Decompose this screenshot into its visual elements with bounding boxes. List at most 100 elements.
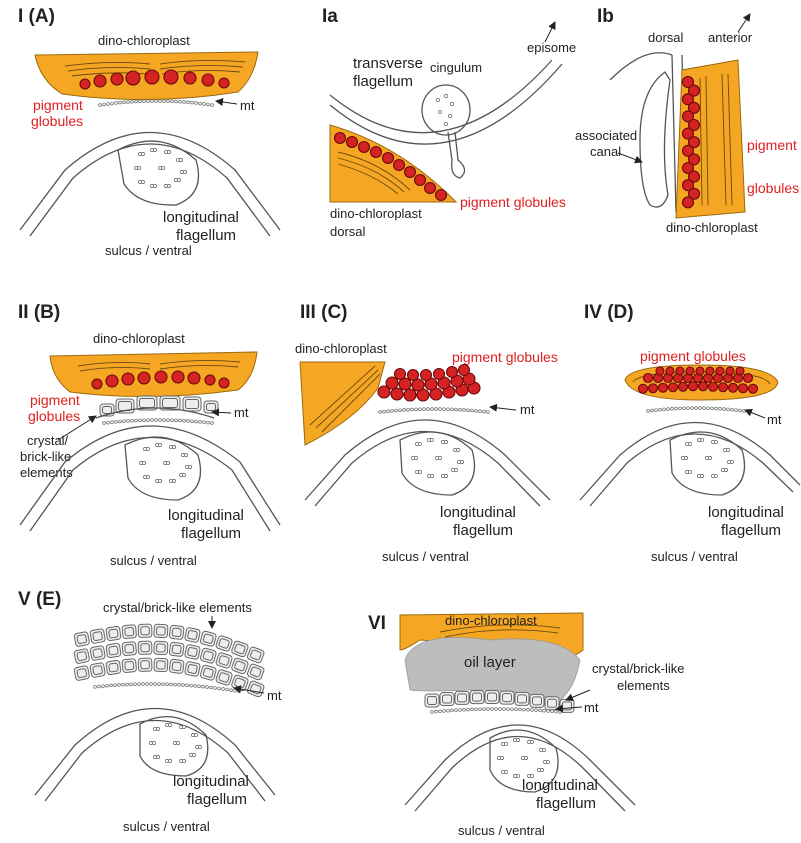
flagellum-label-2: flagellum [536,795,596,812]
microtubules [431,708,562,714]
canal-label-2: canal [590,144,621,159]
panel-title: I (A) [18,6,55,27]
globule-body [625,365,778,400]
flagellum-label-1: longitudinal [708,504,784,521]
pigment-globule [111,73,123,85]
flagellum-label-2: flagellum [187,791,247,808]
pigment-globule [639,384,648,393]
panel-VI: VI dino-chloroplast oil layer crystal/br… [368,613,684,838]
panel-title: VI [368,613,386,634]
pigment-globule [219,78,229,88]
pigment-globule [395,369,406,380]
flagellum-label-1: longitudinal [522,777,598,794]
transverse-flagellum [422,85,470,178]
pigment-label-1: pigment [30,392,80,408]
flagellar-membrane [580,423,800,507]
pigment-globule [80,79,90,89]
chloroplast-label: dino-chloroplast [330,206,422,221]
flagellar-membrane [20,133,280,237]
panel-title: Ib [597,6,614,27]
sulcus-label: sulcus / ventral [382,549,469,564]
microtubules [647,407,746,413]
panel-Ib: Ib dorsal anterior associated canal pigm… [575,6,799,235]
mt-label: mt [520,402,535,417]
flagellum-label-1: longitudinal [173,773,249,790]
pigment-globule [459,365,470,376]
pigment-globule [172,371,184,383]
pigment-globule [415,175,426,186]
pigment-globule [709,382,718,391]
pigment-globule [219,378,229,388]
crystal-label-2: elements [617,678,670,693]
mt-label: mt [240,98,255,113]
pigment-globule [434,369,445,380]
pigment-globule [689,382,698,391]
chloroplast [676,60,745,218]
panel-Ia: Ia episome transverse flagellum cingulum… [322,6,576,239]
flagellum-axoneme [411,438,463,477]
pigment-label: pigment globules [460,194,566,210]
sulcus-label: sulcus / ventral [110,553,197,568]
pigment-globule [421,370,432,381]
pigment-label: pigment globules [452,349,558,365]
crystal-label-1: crystal/ [27,433,69,448]
sulcus-label: sulcus / ventral [123,819,210,834]
pigment-globule [729,383,738,392]
chloroplast [50,352,257,397]
pigment-globule [739,384,748,393]
crystal-label-1: crystal/brick-like [592,661,684,676]
pigment-globule [184,72,196,84]
pigment-globule [188,372,200,384]
pigment-globule [202,74,214,86]
panel-title: II (B) [18,302,60,323]
pigment-globule [716,367,724,375]
chloroplast-label: dino-chloroplast [98,33,190,48]
pigment-globule [683,197,694,208]
pigment-globule [391,388,403,400]
pigment-globule [371,147,382,158]
panel-II: II (B) dino-chloroplast pigment globules… [18,302,280,568]
pigment-globule [659,383,668,392]
transverse-label-1: transverse [353,55,423,72]
flagellar-membrane [405,725,635,811]
panel-III: III (C) dino-chloroplast pigment globule… [295,302,558,564]
pigment-label: pigment globules [640,348,746,364]
pigment-globule [676,367,684,375]
pigment-globule [145,70,159,84]
flagellum-label-1: longitudinal [163,209,239,226]
chloroplast [35,52,258,100]
microtubules [94,683,241,693]
flagellum-axoneme [497,738,549,777]
crystal-label: crystal/brick-like elements [103,600,252,615]
microtubules [99,100,214,107]
mt-label: mt [267,688,282,703]
pigment-label-2: globules [747,180,799,196]
pigment-globule [122,373,134,385]
pigment-globule [405,167,416,178]
pigment-globule [736,367,744,375]
crystal-label-3: elements [20,465,73,480]
flagellum-label-1: longitudinal [168,507,244,524]
panel-IV: IV (D) pigment globules mt longitudinal … [580,302,800,564]
pigment-globule [404,389,416,401]
pigment-globule [106,375,118,387]
pigment-globule [92,379,102,389]
pigment-globule [205,375,215,385]
pigment-globule [347,137,358,148]
pigment-label-2: globules [31,113,83,129]
pigment-globule [719,383,728,392]
flagellar-membrane [305,420,550,506]
pigment-globule [699,382,708,391]
pigment-globule [436,190,447,201]
pigment-globule [706,367,714,375]
pigment-globule [383,153,394,164]
pigment-globule [335,133,346,144]
sulcus-label: sulcus / ventral [105,243,192,258]
dorsal-label: dorsal [648,30,684,45]
pigment-globule [666,367,674,375]
pigment-globule [94,75,106,87]
flagellum-label-2: flagellum [453,522,513,539]
episome-label: episome [527,40,576,55]
pigment-globule [394,160,405,171]
